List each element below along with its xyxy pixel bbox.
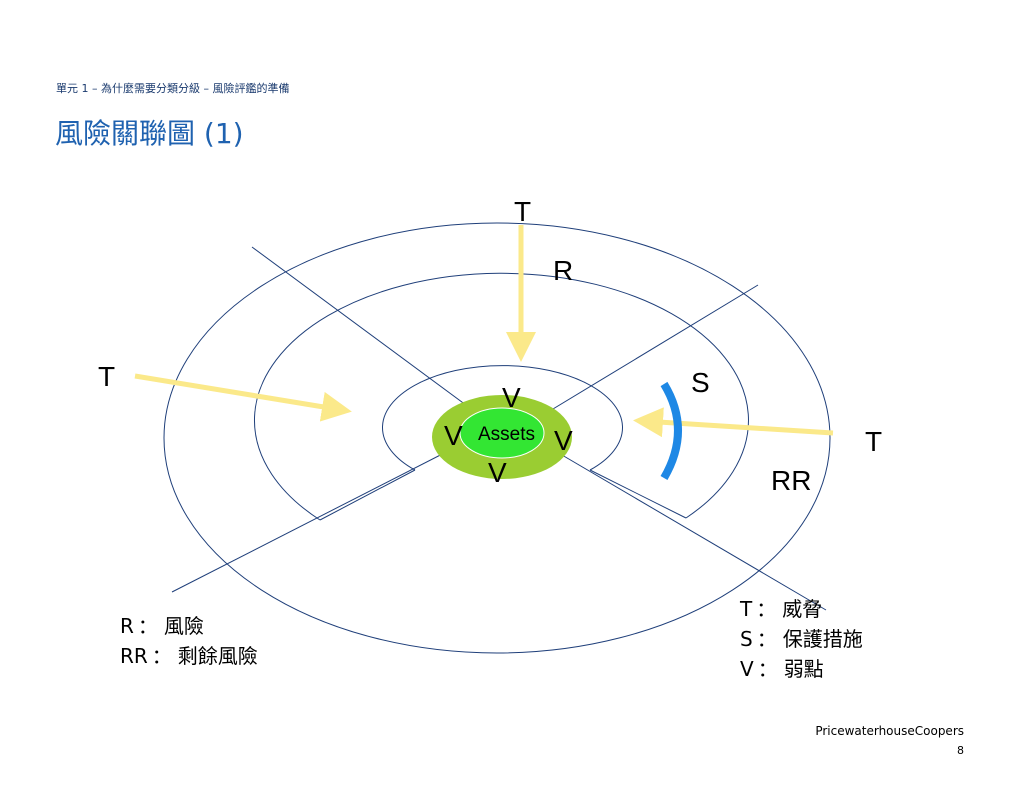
legend-item-threat: T：威脅 — [740, 594, 863, 624]
legend-left: R：風險 RR：剩餘風險 — [120, 611, 258, 671]
legend-text: 威脅 — [782, 597, 823, 621]
safeguard-arc — [660, 381, 682, 481]
vulnerability-top-label: V — [502, 382, 521, 413]
risk-label: R — [553, 255, 573, 286]
radial-line-top-right — [547, 284, 759, 413]
page-title: 風險關聯圖 (1) — [55, 117, 244, 150]
threat-arrow-right — [633, 407, 834, 438]
legend-text: 弱點 — [783, 657, 824, 681]
legend-key: T — [740, 597, 753, 621]
legend-key: V — [740, 657, 754, 681]
legend-text: 剩餘風險 — [177, 644, 258, 668]
legend-separator: ： — [756, 627, 777, 651]
legend-text: 風險 — [163, 614, 204, 638]
radial-line-bottom-left — [171, 445, 459, 593]
middle-ring — [253, 272, 749, 521]
legend-key: RR — [120, 644, 148, 668]
vulnerability-right-label: V — [554, 425, 573, 456]
legend-separator: ： — [756, 597, 777, 621]
legend-key: R — [120, 614, 134, 638]
assets-label: Assets — [478, 424, 535, 445]
legend-right: T：威脅 S：保護措施 V：弱點 — [740, 594, 863, 684]
threat-arrow-left — [134, 373, 352, 422]
legend-item-safeguard: S：保護措施 — [740, 624, 863, 654]
threat-top-label: T — [514, 196, 531, 227]
threat-left-label: T — [98, 361, 115, 392]
threat-right-label: T — [865, 426, 882, 457]
legend-separator: ： — [151, 644, 172, 668]
safeguard-label: S — [691, 367, 710, 398]
vulnerability-left-label: V — [444, 420, 463, 451]
footer-company: PricewaterhouseCoopers — [815, 724, 964, 738]
legend-item-vulnerability: V：弱點 — [740, 654, 863, 684]
radial-line-top-left — [251, 246, 471, 409]
legend-key: S — [740, 627, 753, 651]
legend-item-risk: R：風險 — [120, 611, 258, 641]
residual-risk-label: RR — [771, 465, 811, 496]
legend-separator: ： — [137, 614, 158, 638]
legend-separator: ： — [757, 657, 778, 681]
legend-item-residual-risk: RR：剩餘風險 — [120, 641, 258, 671]
ring-edge-left — [319, 469, 416, 521]
page-number: 8 — [957, 744, 964, 757]
breadcrumb: 單元 1 – 為什麼需要分類分級 – 風險評鑑的準備 — [56, 82, 290, 95]
radial-line-bottom-right — [561, 454, 827, 611]
inner-ring — [382, 365, 623, 471]
assets-inner-ellipse — [459, 407, 545, 459]
vulnerability-bottom-label: V — [488, 457, 507, 488]
legend-text: 保護措施 — [782, 627, 863, 651]
outer-ring — [163, 222, 831, 654]
ring-edge-right — [589, 469, 687, 519]
